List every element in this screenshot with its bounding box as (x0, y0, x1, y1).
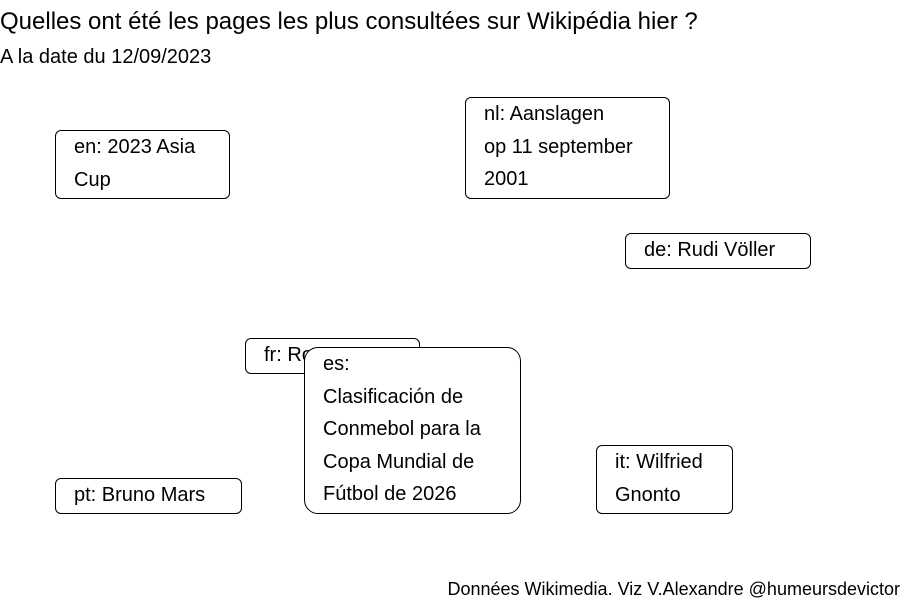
page-title: Quelles ont été les pages les plus consu… (0, 7, 698, 37)
label-de: de: Rudi Völler (625, 233, 811, 269)
label-pt: pt: Bruno Mars (55, 478, 242, 514)
page-subtitle: A la date du 12/09/2023 (0, 44, 211, 70)
label-es: es: Clasificación de Conmebol para la Co… (304, 347, 521, 514)
label-en: en: 2023 Asia Cup (55, 130, 230, 199)
label-it: it: Wilfried Gnonto (596, 445, 733, 514)
source-caption: Données Wikimedia. Viz V.Alexandre @hume… (448, 577, 900, 601)
label-nl: nl: Aanslagen op 11 september 2001 (465, 97, 670, 199)
